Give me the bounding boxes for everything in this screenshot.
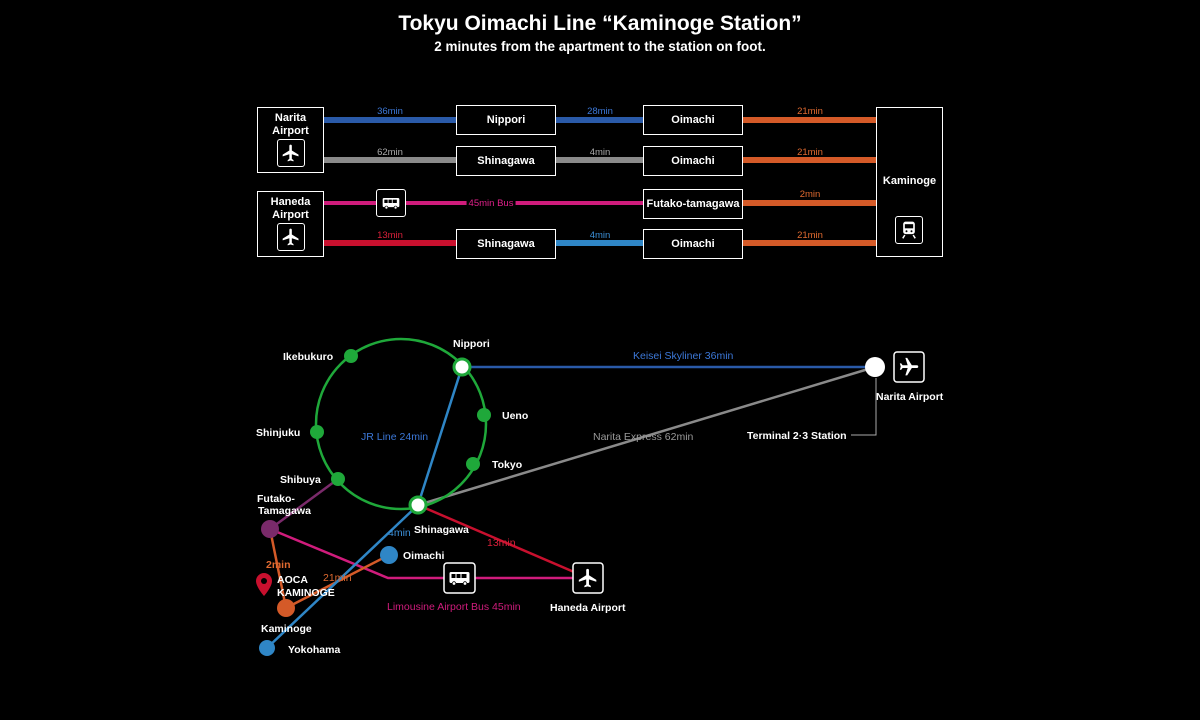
line-label-2min: 2min bbox=[266, 559, 291, 571]
oimachi-box-2: Oimachi bbox=[643, 146, 743, 176]
station-dot-nippori bbox=[452, 357, 472, 377]
airplane-icon bbox=[277, 139, 305, 167]
time-label: 28min bbox=[587, 106, 613, 117]
line-label-keisei: Keisei Skyliner 36min bbox=[633, 350, 734, 362]
haneda-label-1: Haneda bbox=[270, 196, 311, 208]
station-label-tokyo: Tokyo bbox=[492, 459, 522, 471]
route-line-futako-kaminoge bbox=[743, 200, 876, 206]
line-label-21min: 21min bbox=[323, 572, 352, 584]
futako-tamagawa-box: Futako-tamagawa bbox=[643, 189, 743, 219]
station-dot-tokyo bbox=[466, 457, 480, 471]
route-line-narita-shinagawa bbox=[324, 157, 456, 163]
map-line-shinagawa-haneda bbox=[417, 503, 589, 580]
map-line-limousine-bus bbox=[269, 527, 588, 580]
narita-label-2: Airport bbox=[272, 125, 309, 137]
time-label: 45min Bus bbox=[466, 198, 516, 209]
route-line-oimachi-kaminoge-1 bbox=[743, 117, 876, 123]
station-label-ueno: Ueno bbox=[502, 410, 528, 422]
station-label-futako-2: Tamagawa bbox=[258, 505, 311, 517]
airplane-icon bbox=[893, 351, 925, 383]
map-line-jr-loop bbox=[314, 337, 488, 511]
bus-icon bbox=[376, 189, 406, 217]
route-line-nippori-oimachi bbox=[556, 117, 643, 123]
time-label: 4min bbox=[589, 230, 611, 241]
station-label-oimachi: Oimachi bbox=[403, 550, 445, 562]
map-line-shibuya-futako bbox=[269, 477, 339, 531]
route-line-haneda-shinagawa bbox=[324, 240, 456, 246]
station-label-terminal: Terminal 2·3 Station bbox=[747, 430, 847, 442]
time-label: 21min bbox=[797, 106, 823, 117]
time-label: 21min bbox=[797, 147, 823, 158]
page-title: Tokyu Oimachi Line “Kaminoge Station” bbox=[398, 12, 802, 35]
page-subtitle: 2 minutes from the apartment to the stat… bbox=[434, 39, 766, 54]
station-label-kaminoge: Kaminoge bbox=[261, 623, 312, 635]
route-line-oimachi-kaminoge-3 bbox=[743, 240, 876, 246]
time-label: 36min bbox=[377, 106, 403, 117]
map-line-narita-express bbox=[417, 365, 876, 507]
station-dot-kaminoge bbox=[277, 599, 295, 617]
station-dot-ueno bbox=[477, 408, 491, 422]
map-line-shinagawa-yokohama bbox=[266, 504, 419, 649]
aoca-label-1: AOCA bbox=[277, 574, 308, 586]
map-line-futako-kaminoge bbox=[268, 528, 288, 609]
station-dot-shibuya bbox=[331, 472, 345, 486]
map-line-nippori-shinagawa bbox=[416, 366, 464, 506]
aoca-label-2: KAMINOGE bbox=[277, 587, 335, 599]
airplane-icon bbox=[572, 562, 604, 594]
route-line-shinagawa-oimachi bbox=[556, 157, 643, 163]
oimachi-box-3: Oimachi bbox=[643, 229, 743, 259]
station-label-yokohama: Yokohama bbox=[288, 644, 340, 656]
station-dot-narita bbox=[865, 357, 885, 377]
line-label-13min: 13min bbox=[487, 537, 516, 549]
nippori-box: Nippori bbox=[456, 105, 556, 135]
shinagawa-box-2: Shinagawa bbox=[456, 229, 556, 259]
airplane-icon bbox=[277, 223, 305, 251]
station-dot-ikebukuro bbox=[344, 349, 358, 363]
station-label-haneda-airport: Haneda Airport bbox=[550, 602, 626, 614]
time-label: 2min bbox=[799, 189, 821, 200]
station-dot-yokohama bbox=[259, 640, 275, 656]
line-label-4min: 4min bbox=[388, 527, 411, 539]
station-label-shinjuku: Shinjuku bbox=[256, 427, 300, 439]
narita-label-1: Narita bbox=[274, 112, 307, 124]
haneda-label-2: Airport bbox=[272, 209, 309, 221]
kaminoge-label: Kaminoge bbox=[882, 175, 937, 187]
route-line-oimachi-kaminoge-2 bbox=[743, 157, 876, 163]
line-label-narita-express: Narita Express 62min bbox=[593, 431, 694, 443]
station-label-shibuya: Shibuya bbox=[280, 474, 321, 486]
station-dot-futako bbox=[261, 520, 279, 538]
line-label-jr: JR Line 24min bbox=[361, 431, 428, 443]
route-line-shinagawa-oimachi-2 bbox=[556, 240, 643, 246]
time-label: 4min bbox=[589, 147, 611, 158]
map-line-terminal-leader bbox=[851, 378, 877, 436]
station-dot-shinagawa bbox=[408, 495, 428, 515]
station-label-futako-1: Futako- bbox=[257, 493, 295, 505]
station-dot-oimachi bbox=[380, 546, 398, 564]
time-label: 13min bbox=[377, 230, 403, 241]
line-label-bus: Limousine Airport Bus 45min bbox=[387, 601, 521, 613]
station-label-shinagawa: Shinagawa bbox=[414, 524, 469, 536]
station-label-ikebukuro: Ikebukuro bbox=[283, 351, 333, 363]
shinagawa-box-1: Shinagawa bbox=[456, 146, 556, 176]
station-label-nippori: Nippori bbox=[453, 338, 490, 350]
train-icon bbox=[895, 216, 923, 244]
time-label: 62min bbox=[377, 147, 403, 158]
route-line-narita-nippori bbox=[324, 117, 456, 123]
bus-icon bbox=[443, 562, 476, 594]
station-dot-shinjuku bbox=[310, 425, 324, 439]
station-label-narita-airport: Narita Airport bbox=[876, 391, 944, 403]
location-pin-icon bbox=[256, 573, 272, 596]
time-label: 21min bbox=[797, 230, 823, 241]
oimachi-box-1: Oimachi bbox=[643, 105, 743, 135]
